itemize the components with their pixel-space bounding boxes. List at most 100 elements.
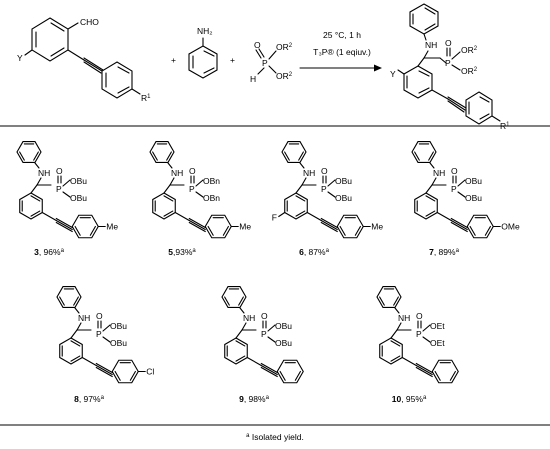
ester-group-top: OBu [70,176,87,186]
compound-caption: 9, 98%a [239,394,269,404]
ester-group-top: OBn [203,176,220,186]
compound-caption: 10, 95%a [392,394,427,404]
aryl-substituent-label: Me [106,222,118,232]
aryl-substituent-label: Me [371,222,383,232]
phosphite-or2-top: OR2 [276,42,293,52]
nh-label: NH [303,168,315,178]
yield-footnote-mark: a [423,395,427,401]
compound-yield: , 97% [79,394,101,404]
ester-group-bottom: OBu [70,193,87,203]
conditions-temperature-time: 25 °C, 1 h [323,30,361,40]
aryl-substituent-label: Cl [146,367,154,377]
phosphorus-label: P [451,184,457,194]
compound-number: 5 [168,247,173,257]
phosphorus-label: P [189,184,195,194]
compound-yield: ,93% [173,247,193,257]
reactant-aniline: NH₂ [188,26,218,79]
compound-caption: 8, 97%a [74,394,104,404]
compound-caption: 3, 96%a [34,247,64,257]
plus-sign-1: + [171,55,176,65]
aldehyde-cho-label: CHO [80,17,99,27]
conditions-reagent: T₃P® (1 eqiuv.) [313,47,371,57]
reactant-phosphite: O P H OR2 OR2 [250,40,293,84]
ester-group-top: OBu [465,176,482,186]
compound-number: 10 [392,394,402,404]
compound-caption: 7, 89%a [429,247,459,257]
compound-number: 6 [299,247,304,257]
product-y-label: Y [390,69,396,79]
phosphoryl-o-label: O [189,166,196,176]
plus-sign-2: + [230,55,235,65]
reaction-arrow: 25 °C, 1 h T₃P® (1 eqiuv.) [299,30,382,72]
phosphorus-label: P [56,184,62,194]
ester-group-top: OEt [430,321,445,331]
product-or2-bottom: OR2 [461,66,478,76]
ester-group-bottom: OBu [465,193,482,203]
phosphorus-label: P [321,184,327,194]
yield-footnote-mark: a [326,248,330,254]
ester-group-bottom: OBu [275,338,292,348]
nh-label: NH [38,168,50,178]
phosphite-h-label: H [250,74,256,84]
ring-substituent-label: F [272,213,277,223]
yield-footnote-mark: a [101,395,105,401]
ester-group-top: OBu [335,176,352,186]
reactant-aldehyde: CHO Y R1 [17,17,151,103]
phosphite-p-label: P [262,58,268,68]
phosphoryl-o-label: O [56,166,63,176]
compound-number: 8 [74,394,79,404]
ester-group-bottom: OBu [335,193,352,203]
phosphoryl-o-label: O [321,166,328,176]
nh-label: NH [171,168,183,178]
reaction-product: NH O P OR2 OR2 Y R1 [390,3,510,131]
product-p-label: P [445,58,451,68]
ester-group-top: OBu [110,321,127,331]
ester-group-bottom: OBu [110,338,127,348]
phosphite-or2-bottom: OR2 [276,71,293,81]
compound-caption: 5,93%a [168,247,196,257]
yield-footnote-mark: a [192,248,196,254]
phosphoryl-o-label: O [96,311,103,321]
nh-label: NH [398,313,410,323]
phosphorus-label: P [261,329,267,339]
compound-yield: , 98% [244,394,266,404]
product-o-label: O [445,38,452,48]
product-nh-label: NH [425,40,437,50]
aniline-nh2-label: NH₂ [197,26,213,36]
aryl-substituent-label: OMe [501,222,520,232]
compound-number: 9 [239,394,244,404]
compound-caption: 6, 87%a [299,247,329,257]
yield-footnote-mark: a [61,248,65,254]
yield-footnote-mark: a [456,248,460,254]
aryl-substituent-label: Me [239,222,251,232]
ester-group-bottom: OEt [430,338,445,348]
footnote: a Isolated yield. [246,432,304,442]
phosphite-o-label: O [254,40,261,50]
compound-number: 3 [34,247,39,257]
aldehyde-r1-label: R1 [141,93,151,103]
compound-number: 7 [429,247,434,257]
nh-label: NH [78,313,90,323]
compound-yield: , 89% [434,247,456,257]
nh-label: NH [243,313,255,323]
compound-yield: , 96% [39,247,61,257]
ester-group-bottom: OBn [203,193,220,203]
phosphorus-label: P [416,329,422,339]
yield-footnote-mark: a [266,395,270,401]
phosphoryl-o-label: O [416,311,423,321]
compound-yield: , 95% [401,394,423,404]
aldehyde-y-label: Y [17,53,23,63]
compound-yield: , 87% [304,247,326,257]
phosphorus-label: P [96,329,102,339]
phosphoryl-o-label: O [261,311,268,321]
ester-group-top: OBu [275,321,292,331]
